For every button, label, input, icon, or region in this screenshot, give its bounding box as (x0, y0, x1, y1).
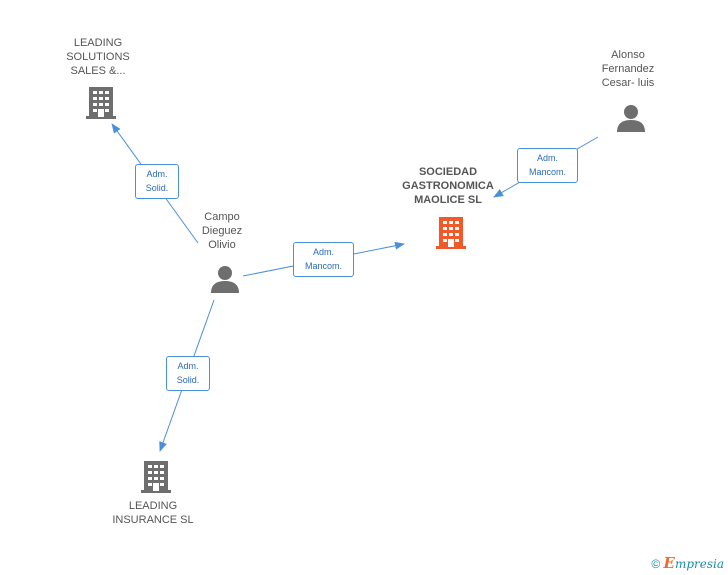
node-label-line: LEADING (73, 37, 123, 49)
node-label-line: SOCIEDAD (418, 166, 478, 178)
edge-label-line: Adm. (177, 361, 199, 371)
person-icon[interactable] (616, 103, 646, 133)
edge-label-campo-sociedad[interactable]: Adm. Mancom. (293, 242, 354, 277)
node-label-alonso: Alonso Fernandez Cesar- luis (578, 48, 678, 90)
node-label-campo: Campo Dieguez Olivio (172, 210, 272, 252)
building-icon[interactable] (140, 460, 172, 494)
building-icon[interactable] (435, 216, 467, 250)
edge-label-line: Mancom. (528, 167, 566, 177)
node-label-leading-insurance: LEADING INSURANCE SL (103, 499, 203, 527)
edge-label-line: Solid. (145, 183, 169, 193)
node-label-line: GASTRONOMICA (402, 180, 494, 192)
copyright-symbol: © (651, 557, 661, 571)
edge-label-line: Adm. (536, 153, 558, 163)
person-icon[interactable] (210, 264, 240, 294)
edge-label-line: Solid. (176, 375, 200, 385)
edge-label-campo-leading-solutions[interactable]: Adm. Solid. (135, 164, 179, 199)
empresia-logo: Empresia (663, 554, 725, 572)
node-label-line: LEADING (128, 500, 178, 512)
node-label-line: Cesar- luis (601, 77, 655, 89)
node-label-line: INSURANCE SL (112, 514, 194, 526)
edge-label-line: Mancom. (304, 261, 342, 271)
node-label-line: SALES &... (70, 65, 126, 77)
edge-label-line: Adm. (146, 169, 168, 179)
footer-brand: © Empresia (651, 554, 724, 572)
node-label-line: Campo (204, 211, 240, 223)
node-label-line: SOLUTIONS (66, 51, 130, 63)
building-icon[interactable] (85, 86, 117, 120)
node-label-line: Fernandez (601, 63, 655, 75)
node-label-line: MAOLICE SL (414, 194, 482, 206)
node-label-leading-solutions: LEADING SOLUTIONS SALES &... (48, 36, 148, 78)
logo-text: mpresia (674, 557, 724, 571)
edge-label-alonso-sociedad[interactable]: Adm. Mancom. (517, 148, 578, 183)
node-label-line: Alonso (611, 49, 645, 61)
logo-initial: E (663, 554, 675, 572)
node-label-line: Dieguez (201, 225, 243, 237)
edge-label-line: Adm. (312, 247, 334, 257)
edge-label-campo-leading-insurance[interactable]: Adm. Solid. (166, 356, 210, 391)
node-label-line: Olivio (208, 239, 236, 251)
node-label-sociedad: SOCIEDAD GASTRONOMICA MAOLICE SL (388, 165, 508, 207)
